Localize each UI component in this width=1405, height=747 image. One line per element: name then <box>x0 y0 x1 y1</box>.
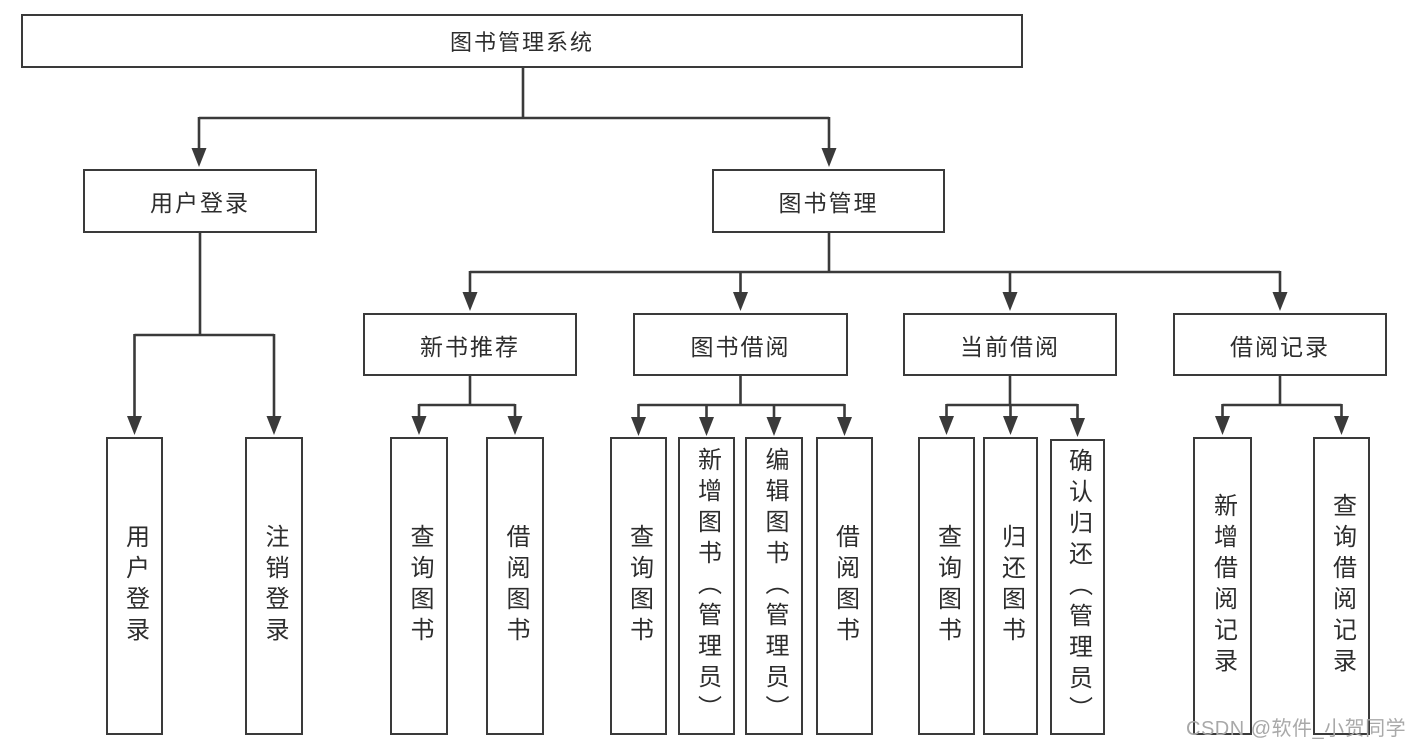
leaf-borrow-query-book-label: 查询图书 <box>625 524 653 648</box>
leaf-borrow-book: 借阅图书 <box>816 437 873 735</box>
node-current-borrow: 当前借阅 <box>903 313 1117 376</box>
node-borrow-record: 借阅记录 <box>1173 313 1387 376</box>
node-book-management: 图书管理 <box>712 169 945 233</box>
node-book-borrow-label: 图书借阅 <box>690 333 791 360</box>
node-new-book-recommend-label: 新书推荐 <box>420 333 520 360</box>
leaf-current-query-book: 查询图书 <box>918 437 975 735</box>
node-user-login-label: 用户登录 <box>150 190 250 216</box>
arrowheads <box>127 148 1349 437</box>
leaf-confirm-return-admin: 确认归还（管理员） <box>1050 439 1105 735</box>
leaf-query-borrow-record-label: 查询借阅记录 <box>1328 493 1356 679</box>
leaf-query-borrow-record: 查询借阅记录 <box>1313 437 1370 735</box>
leaf-user-login: 用户登录 <box>106 437 163 735</box>
leaf-logout-label: 注销登录 <box>261 524 288 648</box>
leaf-recommend-query-book: 查询图书 <box>390 437 448 735</box>
leaf-borrow-query-book: 查询图书 <box>610 437 667 735</box>
leaf-recommend-query-book-label: 查询图书 <box>406 524 433 648</box>
csdn-watermark: CSDN @软件_小贺同学 <box>1186 718 1405 740</box>
leaf-confirm-return-admin-label: 确认归还（管理员） <box>1064 447 1092 727</box>
node-book-borrow: 图书借阅 <box>633 313 848 376</box>
leaf-user-login-label: 用户登录 <box>121 524 149 648</box>
node-borrow-record-label: 借阅记录 <box>1230 333 1330 360</box>
leaf-edit-book-admin-label: 编辑图书（管理员） <box>761 446 788 726</box>
node-current-borrow-label: 当前借阅 <box>960 333 1060 360</box>
leaf-return-book-label: 归还图书 <box>997 524 1025 648</box>
node-user-login: 用户登录 <box>83 169 317 233</box>
leaf-add-book-admin-label: 新增图书（管理员） <box>693 446 721 726</box>
leaf-recommend-borrow-book: 借阅图书 <box>486 437 544 735</box>
leaf-add-borrow-record: 新增借阅记录 <box>1193 437 1252 735</box>
leaf-borrow-book-label: 借阅图书 <box>831 524 859 648</box>
node-root-label: 图书管理系统 <box>449 30 594 55</box>
leaf-return-book: 归还图书 <box>983 437 1038 735</box>
leaf-add-borrow-record-label: 新增借阅记录 <box>1209 493 1237 679</box>
leaf-add-book-admin: 新增图书（管理员） <box>678 437 735 735</box>
leaf-recommend-borrow-book-label: 借阅图书 <box>502 524 529 648</box>
node-root: 图书管理系统 <box>21 14 1023 68</box>
node-new-book-recommend: 新书推荐 <box>363 313 577 376</box>
node-book-management-label: 图书管理 <box>778 190 879 216</box>
leaf-edit-book-admin: 编辑图书（管理员） <box>745 437 803 735</box>
leaf-current-query-book-label: 查询图书 <box>933 524 961 648</box>
leaf-logout: 注销登录 <box>245 437 303 735</box>
